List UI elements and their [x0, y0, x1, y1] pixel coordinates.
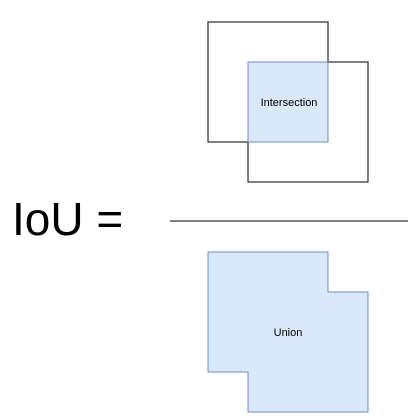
iou-equals-label: IoU =: [12, 193, 123, 245]
denominator-group: Union: [207, 251, 369, 413]
numerator-group: Intersection: [207, 21, 369, 183]
intersection-label: Intersection: [261, 97, 318, 109]
union-region: [207, 251, 369, 413]
union-label: Union: [274, 327, 303, 339]
intersection-region: [247, 61, 329, 143]
